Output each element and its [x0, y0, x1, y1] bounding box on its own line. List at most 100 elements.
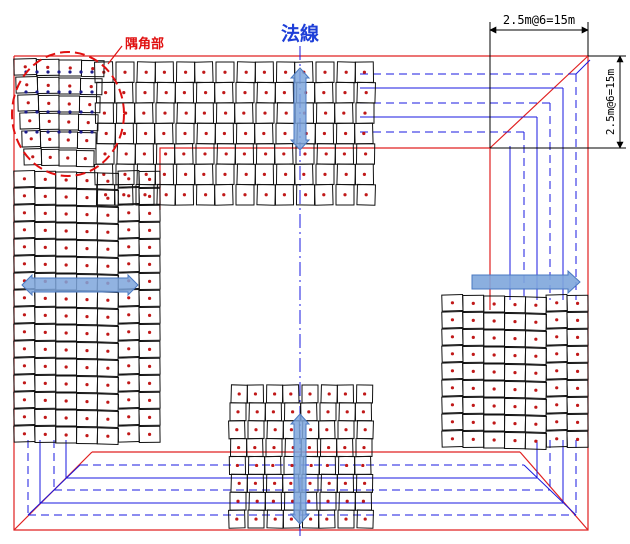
- anchor-point: [575, 420, 580, 424]
- corner-anchor-point: [46, 90, 50, 94]
- anchor-point: [106, 383, 110, 387]
- anchor-point: [106, 264, 110, 268]
- corner-anchor-point: [90, 70, 94, 74]
- anchor-point: [324, 152, 328, 156]
- block-row: [13, 57, 105, 78]
- block-row: [13, 373, 161, 395]
- anchor-point: [184, 111, 188, 115]
- anchor-point: [147, 296, 152, 300]
- anchor-point: [106, 315, 110, 319]
- dim-top-label: 2.5m@6=15m: [503, 13, 575, 27]
- anchor-point: [492, 421, 496, 425]
- anchor-point: [64, 195, 68, 199]
- anchor-point: [48, 137, 52, 141]
- corner-anchor-point: [79, 90, 83, 94]
- anchor-point: [43, 381, 47, 385]
- block-row: [13, 356, 161, 378]
- block-row: [441, 395, 589, 417]
- armor-block: [77, 113, 99, 132]
- anchor-point: [289, 481, 293, 485]
- anchor-point: [88, 103, 92, 107]
- block-row: [13, 254, 161, 276]
- anchor-point: [23, 65, 27, 69]
- anchor-point: [282, 91, 286, 95]
- block-row: [441, 327, 589, 349]
- guide-line: [575, 59, 591, 75]
- anchor-point: [43, 432, 47, 436]
- anchor-point: [46, 83, 50, 87]
- anchor-point: [555, 420, 559, 424]
- anchor-point: [85, 247, 89, 251]
- anchor-point: [144, 70, 148, 74]
- armor-block: [318, 509, 336, 529]
- anchor-point: [555, 403, 559, 407]
- anchor-point: [322, 193, 326, 197]
- anchor-point: [142, 152, 146, 156]
- anchor-point: [575, 386, 580, 390]
- anchor-point: [48, 155, 52, 159]
- anchor-point: [555, 318, 559, 322]
- anchor-point: [492, 353, 496, 357]
- corner-anchor-point: [46, 130, 50, 134]
- anchor-point: [492, 302, 496, 306]
- anchor-point: [363, 481, 367, 485]
- anchor-point: [271, 410, 275, 414]
- anchor-point: [43, 228, 47, 232]
- corner-anchor-point: [90, 130, 94, 134]
- anchor-point: [343, 91, 347, 95]
- anchor-point: [575, 352, 580, 356]
- armor-block: [76, 131, 97, 150]
- anchor-point: [273, 428, 277, 432]
- corner-anchor-point: [57, 90, 61, 94]
- anchor-point: [262, 131, 266, 136]
- armor-block: [138, 238, 161, 257]
- anchor-point: [67, 120, 71, 124]
- anchor-point: [345, 499, 349, 503]
- anchor-point: [471, 403, 475, 407]
- anchor-point: [324, 111, 328, 115]
- corner-anchor-point: [35, 90, 39, 94]
- anchor-point: [364, 91, 368, 95]
- anchor-point: [64, 348, 68, 352]
- anchor-point: [513, 405, 517, 409]
- anchor-point: [22, 398, 27, 402]
- anchor-point: [307, 445, 311, 450]
- anchor-point: [271, 499, 275, 503]
- anchor-point: [106, 417, 110, 421]
- block-row: [17, 94, 101, 114]
- anchor-point: [450, 352, 455, 356]
- anchor-point: [344, 131, 348, 136]
- block-row: [13, 305, 161, 327]
- anchor-point: [555, 369, 559, 373]
- anchor-point: [450, 369, 455, 373]
- anchor-point: [43, 262, 47, 266]
- anchor-point: [64, 433, 68, 437]
- anchor-point: [513, 371, 517, 375]
- anchor-point: [363, 428, 367, 432]
- anchor-point: [122, 193, 126, 197]
- anchor-point: [534, 388, 538, 392]
- armor-block: [138, 170, 161, 189]
- anchor-point: [106, 247, 110, 251]
- armor-block: [75, 149, 95, 168]
- anchor-point: [85, 366, 89, 370]
- anchor-point: [325, 428, 329, 432]
- anchor-point: [255, 463, 259, 468]
- anchor-point: [147, 364, 152, 368]
- armor-block: [78, 95, 101, 114]
- armor-block: [138, 340, 161, 359]
- armor-block: [335, 184, 355, 206]
- anchor-point: [326, 410, 330, 414]
- block-column: [234, 61, 256, 206]
- anchor-point: [143, 91, 147, 95]
- block-column: [254, 61, 276, 206]
- anchor-point: [222, 193, 226, 197]
- anchor-point: [85, 417, 89, 421]
- anchor-point: [264, 152, 268, 156]
- anchor-point: [290, 463, 294, 468]
- corner-anchor-point: [57, 70, 61, 74]
- anchor-point: [244, 70, 248, 74]
- block-row: [13, 407, 161, 429]
- anchor-point: [22, 211, 27, 215]
- anchor-point: [83, 157, 87, 161]
